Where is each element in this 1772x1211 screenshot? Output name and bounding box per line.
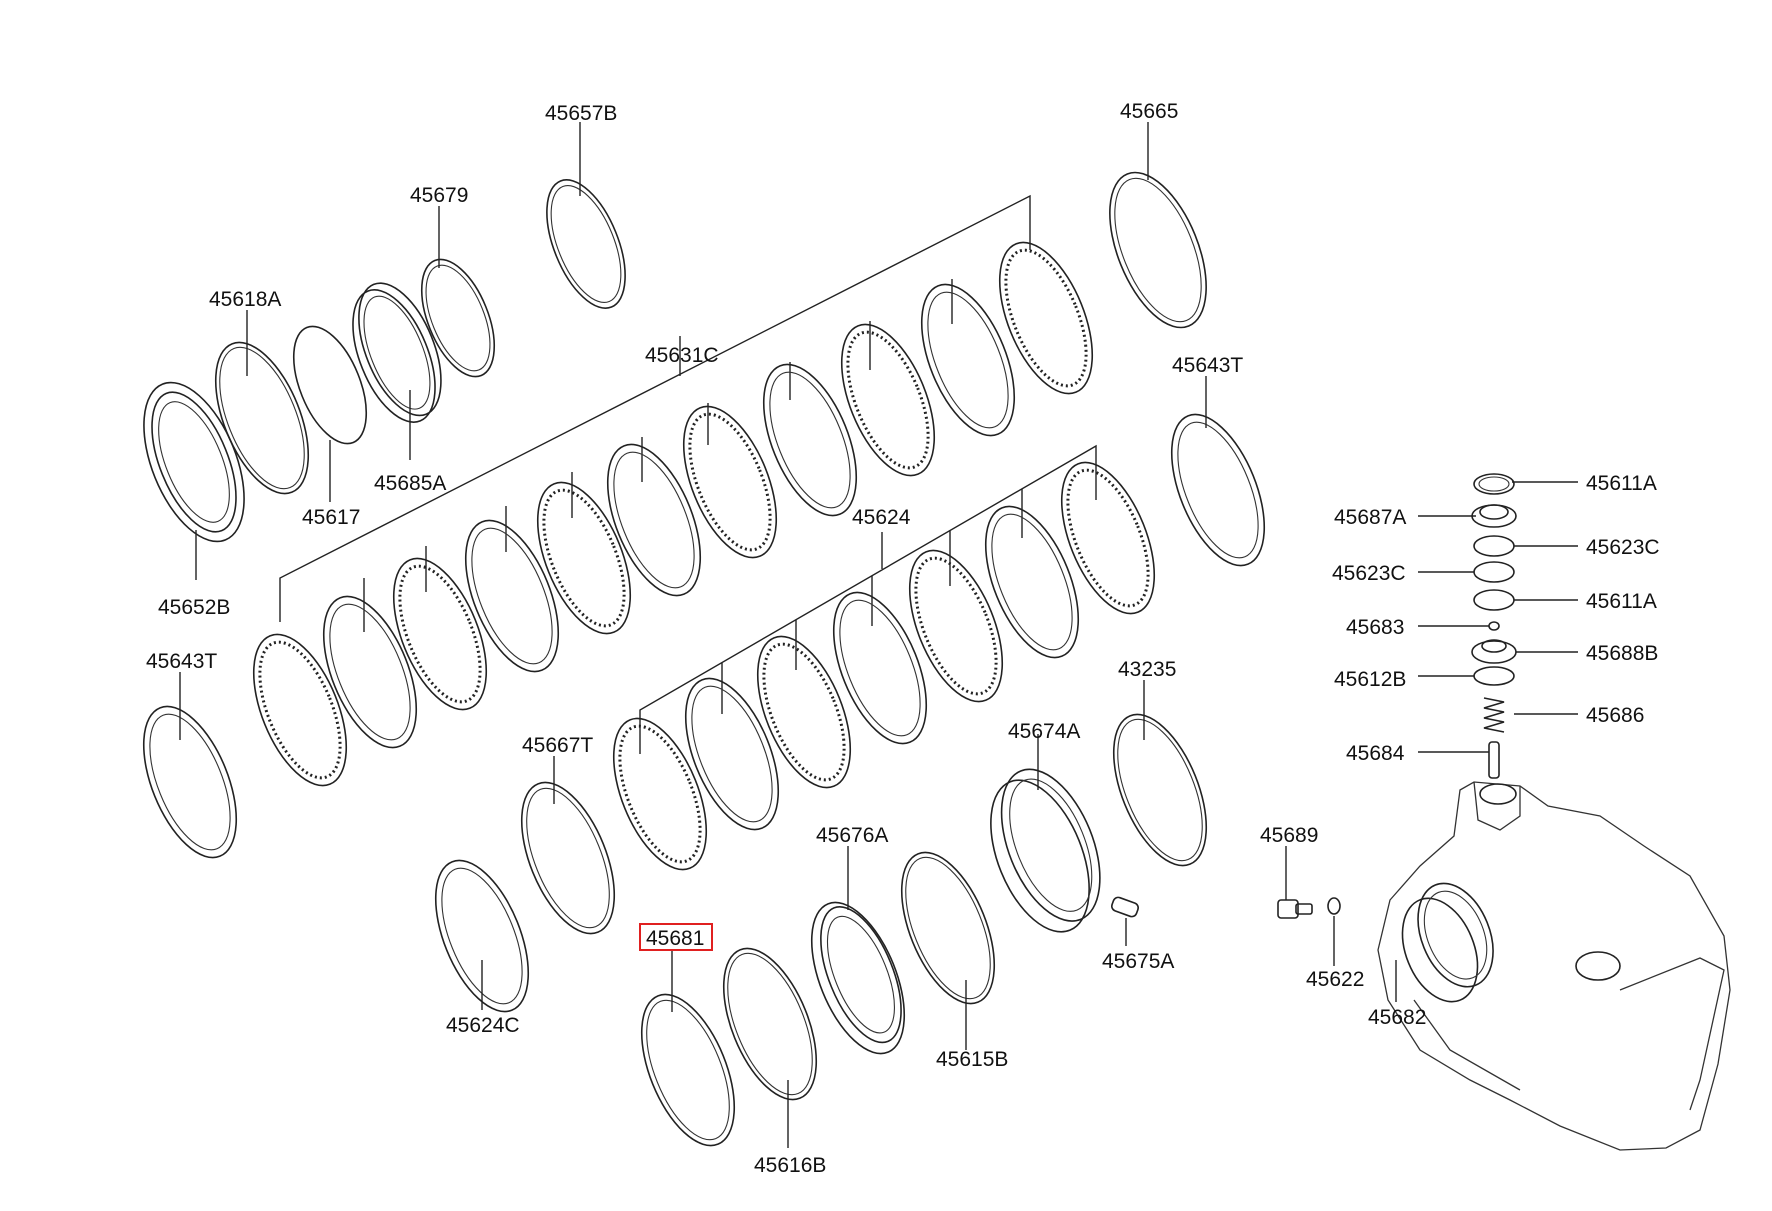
plate-2 <box>322 595 418 749</box>
part-45667T-snap-ring <box>520 781 616 935</box>
label-45657B[interactable]: 45657B <box>545 102 617 125</box>
label-45679[interactable]: 45679 <box>410 184 468 207</box>
plate-4 <box>464 519 560 673</box>
label-45615B[interactable]: 45615B <box>936 1048 1008 1071</box>
label-45667T[interactable]: 45667T <box>522 734 593 757</box>
leader-lines <box>179 122 1578 1148</box>
part-45616B-seal <box>722 947 818 1101</box>
plate-7 <box>682 405 778 559</box>
label-45617[interactable]: 45617 <box>302 506 360 529</box>
part-45685A-retainer <box>352 282 442 423</box>
label-45652B[interactable]: 45652B <box>158 596 230 619</box>
clutch-plates-45624 <box>612 461 1156 871</box>
label-45624C[interactable]: 45624C <box>446 1014 520 1037</box>
label-45624[interactable]: 45624 <box>852 506 911 529</box>
part-45679-ring <box>420 258 496 378</box>
part-43235-snap-ring <box>1112 713 1208 867</box>
plate-9 <box>840 323 936 477</box>
part-45615B-seal <box>900 851 996 1005</box>
plate-11 <box>998 241 1094 395</box>
part-45657B-ring <box>546 179 626 309</box>
label-45631C[interactable]: 45631C <box>645 344 719 367</box>
label-45611A-top[interactable]: 45611A <box>1586 472 1657 495</box>
label-45665[interactable]: 45665 <box>1120 100 1178 123</box>
bearing-45682 <box>1401 882 1494 1003</box>
plate-1 <box>252 633 348 787</box>
label-45611A-mid[interactable]: 45611A <box>1586 590 1657 613</box>
label-45686[interactable]: 45686 <box>1586 704 1644 727</box>
part-45618A-ring <box>214 341 310 495</box>
label-45676A[interactable]: 45676A <box>816 824 888 847</box>
part-45675A-pin <box>1110 896 1140 918</box>
highlight-box-45681 <box>639 923 713 951</box>
transaxle-housing <box>1377 781 1731 1151</box>
part-45681-ring <box>640 993 736 1147</box>
label-45683[interactable]: 45683 <box>1346 616 1404 639</box>
part-45622-o-ring <box>1327 897 1341 915</box>
label-45685A[interactable]: 45685A <box>374 472 446 495</box>
label-45688B[interactable]: 45688B <box>1586 642 1658 665</box>
label-43235[interactable]: 43235 <box>1118 658 1176 681</box>
group-bracket-45631C <box>279 194 1031 632</box>
label-45612B[interactable]: 45612B <box>1334 668 1406 691</box>
part-45689-bolt <box>1277 899 1313 919</box>
label-45623C-right[interactable]: 45623C <box>1586 536 1660 559</box>
label-45687A[interactable]: 45687A <box>1334 506 1406 529</box>
part-45674A-drum <box>990 768 1101 933</box>
part-45643T-left-plate <box>142 705 238 859</box>
part-labels: 45657B 45665 45679 45618A 45631C 45643T … <box>146 100 1660 1177</box>
label-45622[interactable]: 45622 <box>1306 968 1364 991</box>
plate-3 <box>392 557 488 711</box>
plate-10 <box>920 283 1016 437</box>
part-45617-seal <box>292 325 368 445</box>
label-45643T-right[interactable]: 45643T <box>1172 354 1243 377</box>
label-45689[interactable]: 45689 <box>1260 824 1318 847</box>
label-45616B[interactable]: 45616B <box>754 1154 826 1177</box>
label-45618A[interactable]: 45618A <box>209 288 281 311</box>
pin-45684 <box>1488 741 1500 779</box>
label-45681[interactable]: 45681 <box>646 927 704 950</box>
label-45675A[interactable]: 45675A <box>1102 950 1174 973</box>
part-45665-snap-ring <box>1109 171 1207 329</box>
label-45684[interactable]: 45684 <box>1346 742 1405 765</box>
label-45674A[interactable]: 45674A <box>1008 720 1080 743</box>
plate-6 <box>606 443 702 597</box>
label-45623C-left[interactable]: 45623C <box>1332 562 1406 585</box>
group-bracket-45624 <box>639 444 1097 754</box>
part-45624C-plate <box>434 859 530 1013</box>
clutch-plates-45631C <box>252 241 1094 787</box>
plate-8 <box>762 363 858 517</box>
label-45643T-left[interactable]: 45643T <box>146 650 217 673</box>
plate-5 <box>536 481 632 635</box>
part-45676A-retainer <box>810 901 906 1055</box>
part-45643T-right-plate <box>1170 413 1266 567</box>
spring-45686 <box>1483 697 1505 733</box>
label-45682[interactable]: 45682 <box>1368 1006 1426 1029</box>
